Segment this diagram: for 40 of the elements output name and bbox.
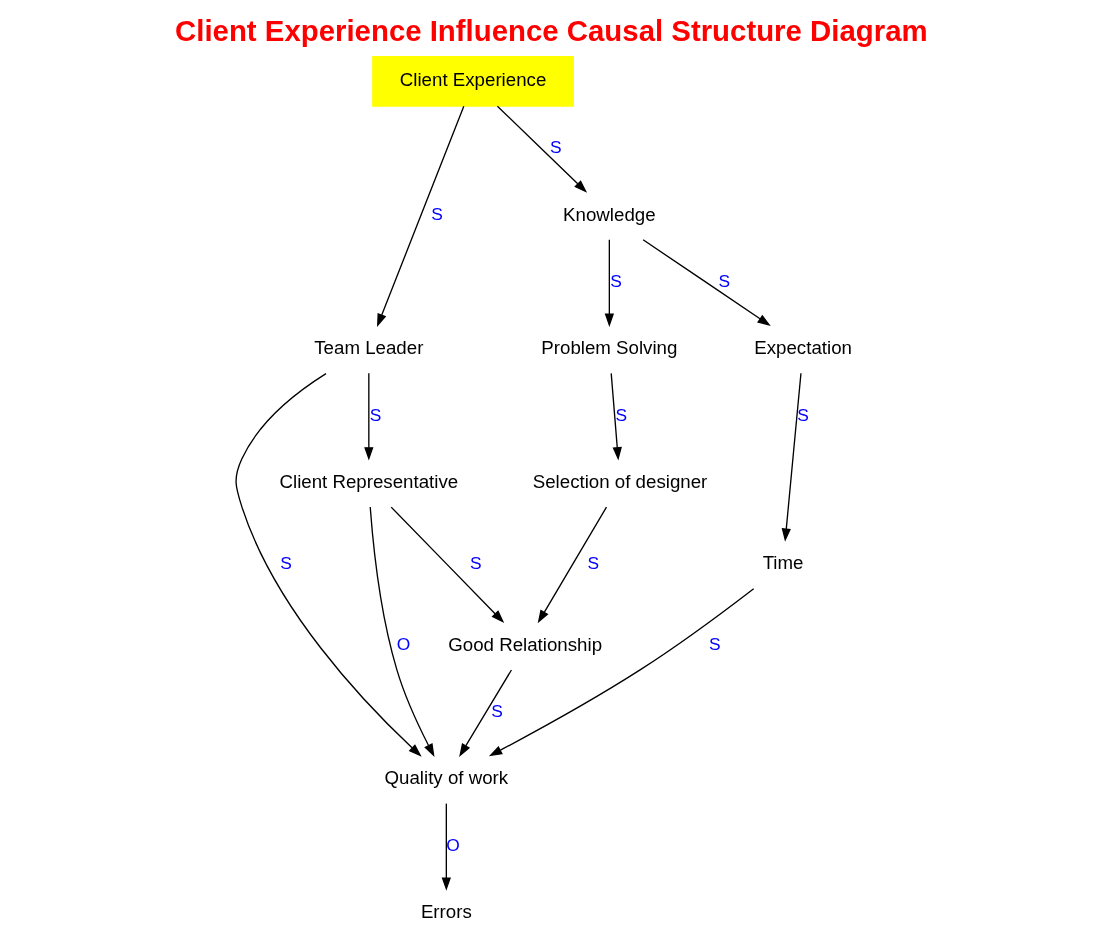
arrow: [781, 372, 802, 542]
arrow: [390, 506, 504, 624]
node-text: Quality of work: [384, 767, 508, 789]
node-text: Time: [762, 552, 803, 574]
edge-label: S: [708, 634, 721, 655]
arrow: [641, 239, 771, 327]
node-text: Client Representative: [279, 470, 458, 492]
diagram-title: Client Experience Influence Causal Structure Diagram: [174, 14, 928, 48]
edge-label: S: [615, 404, 627, 425]
arrow: [363, 372, 374, 461]
edge-label: S: [717, 270, 730, 291]
arrow: [234, 372, 422, 757]
node-text: Selection of designer: [532, 470, 707, 492]
edge-label: O: [396, 634, 410, 655]
edge-label: S: [490, 701, 503, 722]
node-text: Team Leader: [313, 337, 423, 359]
node-box: Client Experience: [371, 55, 574, 107]
arrow: [369, 506, 435, 758]
node-text: Good Relationship: [447, 633, 602, 655]
arrow: [458, 669, 512, 757]
arrow: [496, 105, 587, 193]
node-text: Errors: [420, 901, 472, 923]
edge-label: S: [549, 137, 562, 158]
arrow: [610, 372, 622, 461]
edge-label: S: [796, 404, 809, 425]
arrow: [376, 105, 464, 328]
arrow: [488, 588, 754, 757]
edge-label: O: [445, 834, 460, 855]
edge-label: S: [587, 552, 599, 573]
edge-label: S: [430, 204, 443, 225]
edge-label: S: [279, 552, 292, 573]
node-text: Expectation: [753, 337, 852, 359]
edge-label: S: [609, 270, 622, 291]
arrow: [441, 802, 451, 891]
edge-label: S: [369, 404, 381, 425]
node-text: Knowledge: [562, 203, 656, 225]
node-text: Problem Solving: [540, 337, 677, 359]
arrow: [537, 506, 607, 624]
edge-label: S: [469, 552, 482, 573]
arrow: [604, 239, 614, 327]
